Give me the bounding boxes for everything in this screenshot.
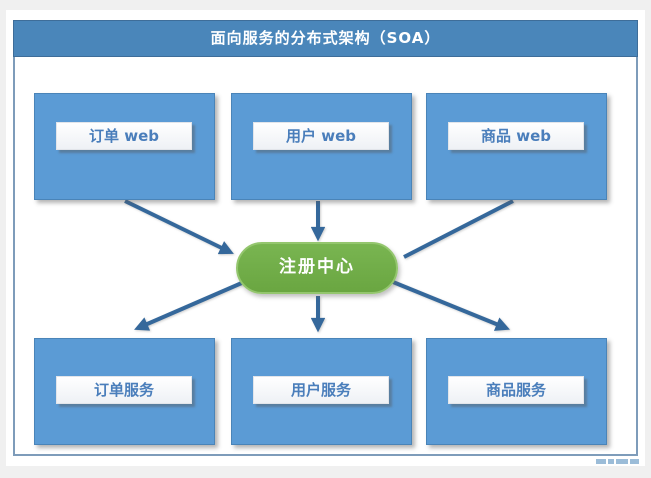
node-label-chip: 用户服务 [253,376,389,404]
node-order-service-label: 订单服务 [93,381,154,399]
node-product-web-label: 商品 web [481,127,551,145]
node-label-chip: 商品 web [448,122,584,150]
watermark-fragment [596,459,648,466]
node-order-web: 订单 web [34,93,215,200]
node-label-chip: 商品服务 [448,376,584,404]
node-user-web: 用户 web [231,93,412,200]
diagram-canvas: 面向服务的分布式架构（SOA） 订单 web 用户 web [6,10,648,466]
node-label-chip: 用户 web [253,122,389,150]
node-product-service: 商品服务 [426,338,607,445]
node-registry: 注册中心 [236,242,398,294]
node-user-service: 用户服务 [231,338,412,445]
node-user-web-label: 用户 web [286,127,356,145]
node-product-web: 商品 web [426,93,607,200]
diagram-title: 面向服务的分布式架构（SOA） [210,29,441,47]
node-label-chip: 订单服务 [56,376,192,404]
node-user-service-label: 用户服务 [290,381,351,399]
node-product-service-label: 商品服务 [485,381,546,399]
diagram-title-bar: 面向服务的分布式架构（SOA） [13,20,638,57]
node-order-web-label: 订单 web [89,127,159,145]
node-registry-label: 注册中心 [279,257,355,277]
node-order-service: 订单服务 [34,338,215,445]
node-label-chip: 订单 web [56,122,192,150]
